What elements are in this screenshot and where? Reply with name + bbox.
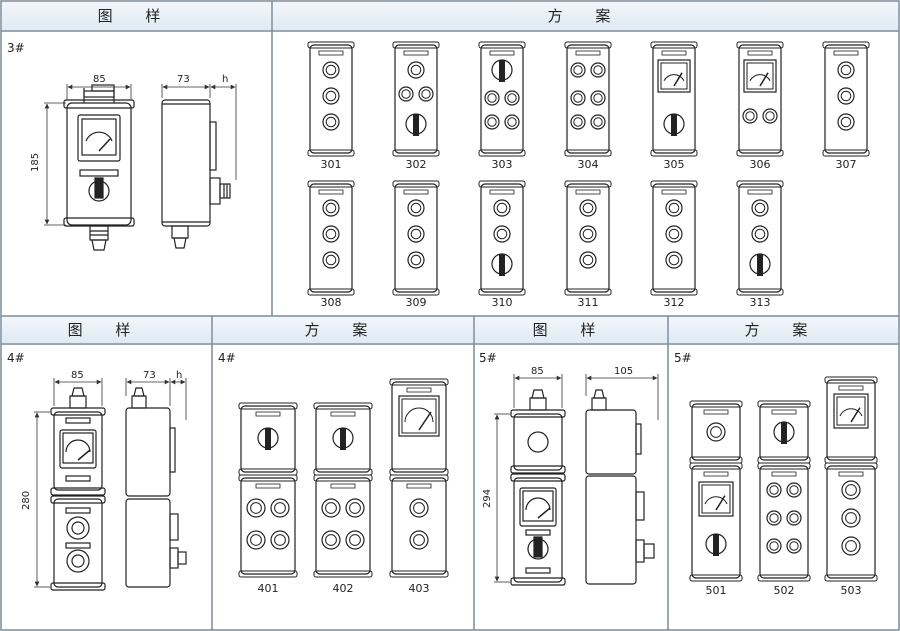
scheme-501: [689, 400, 743, 582]
enclosure-3-side: [161, 99, 231, 249]
scheme-311: [564, 180, 612, 296]
section-tag-3: 3#: [7, 41, 25, 55]
enclosure-4-front: [50, 387, 106, 591]
scheme-312: [650, 180, 698, 296]
enclosure-5-front: [510, 389, 566, 586]
section-tag-5-scheme: 5#: [674, 351, 692, 365]
scheme-304: [564, 41, 612, 157]
scheme-306: [736, 41, 784, 157]
scheme-row-5: 501 502 503: [689, 376, 878, 597]
dim-lines-5-side: [585, 374, 659, 420]
scheme-label-303: 303: [492, 158, 513, 171]
dim-width-4: 85: [71, 370, 84, 381]
section-tag-5: 5#: [479, 351, 497, 365]
header-fills: [2, 2, 898, 343]
dim-lines-3-side: [161, 84, 237, 180]
scheme-309: [392, 180, 440, 296]
scheme-402: [313, 402, 373, 578]
scheme-label-305: 305: [664, 158, 685, 171]
scheme-label-309: 309: [406, 296, 427, 309]
scheme-401: [238, 402, 298, 578]
dim-lines-4: [34, 378, 103, 588]
scheme-label-302: 302: [406, 158, 427, 171]
dim-lines-3: [44, 84, 132, 226]
scheme-label-312: 312: [664, 296, 685, 309]
scheme-row-2: 308 309 310 311 312 313: [307, 180, 784, 309]
enclosure-5-side: [585, 389, 655, 585]
header-scheme-4: 方 案: [305, 321, 382, 339]
scheme-label-402: 402: [333, 582, 354, 595]
scheme-503: [824, 376, 878, 582]
scheme-label-501: 501: [706, 584, 727, 597]
header-drawing-top: 图 样: [98, 7, 175, 25]
dim-width-3: 85: [93, 74, 106, 85]
scheme-305: [650, 41, 698, 157]
scheme-label-502: 502: [774, 584, 795, 597]
scheme-label-308: 308: [321, 296, 342, 309]
scheme-label-313: 313: [750, 296, 771, 309]
scheme-label-304: 304: [578, 158, 599, 171]
dim-depth-4: 73: [143, 370, 156, 381]
header-drawing-4: 图 样: [68, 321, 145, 339]
dim-height-4: 280: [21, 491, 32, 510]
scheme-307: [822, 41, 870, 157]
dim-h-4: h: [176, 370, 182, 381]
scheme-310: [478, 180, 526, 296]
scheme-302: [392, 41, 440, 157]
enclosure-4-side: [125, 387, 187, 588]
scheme-label-311: 311: [578, 296, 599, 309]
scheme-502: [757, 400, 811, 582]
scheme-303: [478, 41, 526, 157]
dim-h-3: h: [222, 74, 228, 85]
dim-depth-5: 105: [614, 366, 633, 377]
dim-height-3: 185: [30, 153, 41, 172]
scheme-308: [307, 180, 355, 296]
scheme-label-307: 307: [836, 158, 857, 171]
scheme-403: [389, 378, 449, 578]
section-tag-4-scheme: 4#: [218, 351, 236, 365]
dim-height-5: 294: [482, 489, 493, 508]
scheme-301: [307, 41, 355, 157]
scheme-label-401: 401: [258, 582, 279, 595]
dim-depth-3: 73: [177, 74, 190, 85]
dim-lines-5: [494, 374, 563, 583]
header-scheme-top: 方 案: [548, 7, 625, 25]
scheme-label-503: 503: [841, 584, 862, 597]
dim-width-5: 85: [531, 366, 544, 377]
scheme-row-4: 401 402 403: [238, 378, 449, 595]
scheme-313: [736, 180, 784, 296]
header-drawing-5: 图 样: [533, 321, 610, 339]
section-tag-4: 4#: [7, 351, 25, 365]
scheme-label-301: 301: [321, 158, 342, 171]
dim-lines-4-side: [125, 378, 187, 420]
enclosure-3-front: [63, 84, 135, 251]
header-scheme-5: 方 案: [745, 321, 822, 339]
scheme-row-1: 301 302 303 304 305 306 307: [307, 41, 870, 171]
scheme-label-306: 306: [750, 158, 771, 171]
scheme-label-310: 310: [492, 296, 513, 309]
scheme-label-403: 403: [409, 582, 430, 595]
